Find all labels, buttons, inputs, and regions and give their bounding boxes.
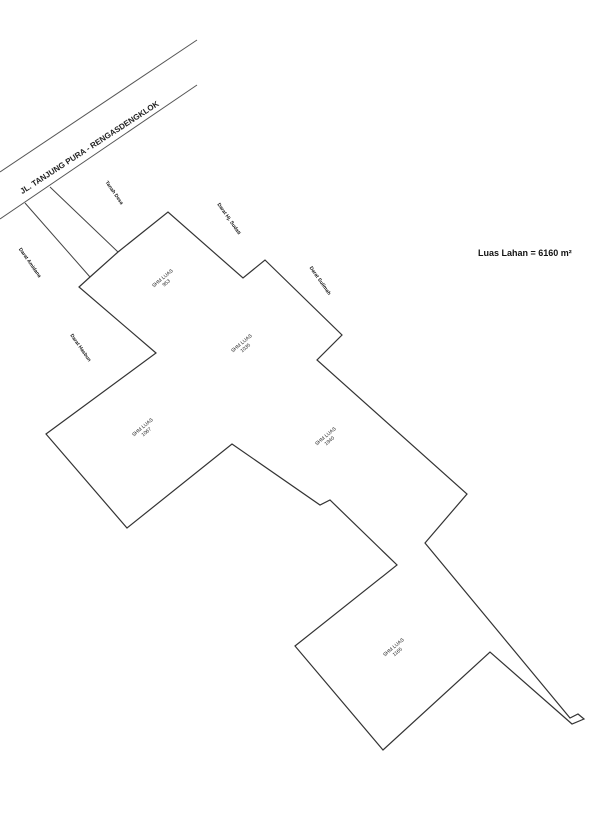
parcel-outline [45, 211, 586, 751]
total-area-label: Luas Lahan = 6160 m² [478, 248, 572, 258]
road-edge-top [0, 39, 198, 173]
boundary-line [49, 186, 119, 253]
road-edge-bottom [0, 84, 198, 220]
boundary-line [24, 202, 91, 278]
